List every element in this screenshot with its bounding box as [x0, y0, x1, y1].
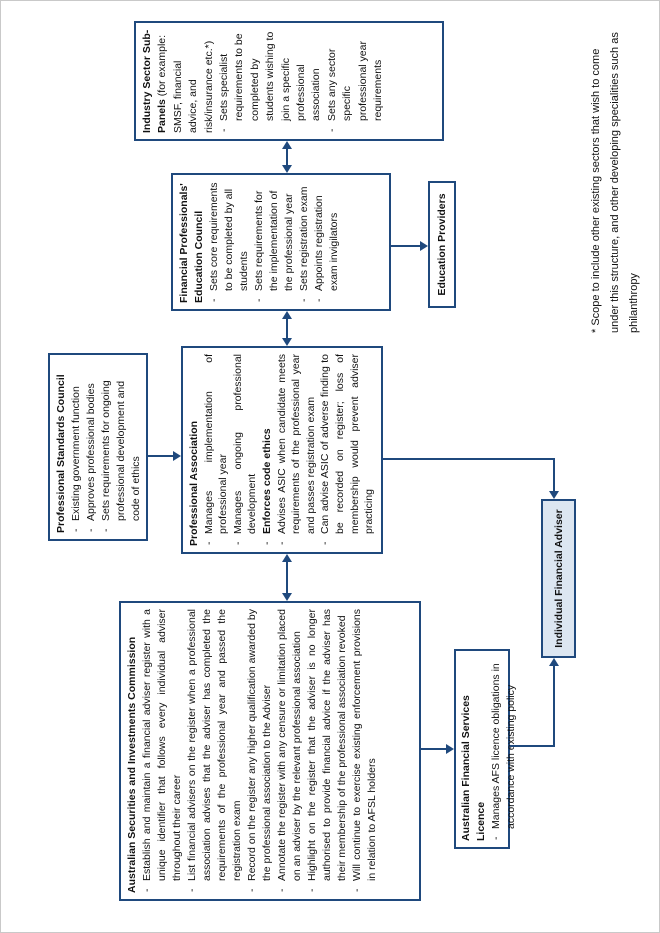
asic-bullet: List financial advisers on the register … — [185, 609, 245, 893]
footnote: * Scope to include other existing sector… — [590, 32, 640, 333]
asic-bullet: Will continue to exercise existing enfor… — [350, 609, 380, 893]
connector-afs-ifa-vline — [510, 745, 555, 747]
fpec-heading: Financial Professionals' Education Counc… — [178, 183, 205, 303]
bullet-dash — [312, 291, 327, 303]
psc-heading: Professional Standards Council — [55, 374, 67, 533]
bullet-dash — [260, 534, 275, 546]
connector-asic-afs-arrowhead — [446, 744, 454, 754]
psc-bullet: Existing government function — [69, 361, 84, 533]
connector-pa-ifa-arrowhead — [549, 491, 559, 499]
bullet-dash — [185, 881, 200, 893]
bullet-dash — [350, 881, 365, 893]
connector-afs-ifa-arrowhead — [549, 658, 559, 666]
connector-pa-ifa-vline — [383, 458, 555, 460]
connector-pa-fpec-arrowhead-right — [282, 311, 292, 319]
box-industry-sector-sub-panels: Industry Sector Sub-Panels (for example:… — [134, 21, 444, 141]
fpec-bullet: Appoints registration exam invigilators — [312, 181, 342, 303]
connector-pa-fpec-line — [286, 317, 288, 340]
bullet-dash — [275, 881, 290, 893]
pa-heading: Professional Association — [188, 420, 200, 546]
pa-bullet: Enforces code ethics — [260, 354, 275, 546]
connector-fpec-ep-line — [391, 245, 422, 247]
connector-fpec-industry-line — [286, 147, 288, 167]
connector-pa-ifa-hline — [553, 458, 555, 491]
fpec-bullet: Sets registration exam — [297, 181, 312, 303]
connector-afs-ifa-hline — [553, 666, 555, 747]
fpec-bullet: Sets core requirements to be completed b… — [207, 181, 252, 303]
connector-fpec-ep-arrowhead — [420, 241, 428, 251]
psc-bullet: Approves professional bodies — [84, 361, 99, 533]
bullet-dash — [325, 121, 340, 133]
pa-bullet: Advises ASIC when candidate meets requir… — [275, 354, 319, 546]
connector-asic-pa-arrowhead-left — [282, 593, 292, 601]
bullet-dash — [297, 291, 312, 303]
industry-bullet: Sets specialist requirements to be compl… — [217, 29, 325, 133]
bullet-dash — [140, 881, 155, 893]
asic-bullet: Establish and maintain a financial advis… — [140, 609, 185, 893]
connector-pa-fpec-arrowhead-left — [282, 338, 292, 346]
connector-asic-afs-line — [421, 748, 448, 750]
bullet-dash — [245, 881, 260, 893]
connector-fpec-industry-arrowhead-left — [282, 165, 292, 173]
ifa-label: Individual Financial Adviser — [552, 509, 565, 648]
connector-fpec-industry-arrowhead-right — [282, 141, 292, 149]
bullet-dash — [318, 534, 333, 546]
pa-bullet: Can advise ASIC of adverse finding to be… — [318, 354, 376, 546]
box-professional-association: Professional Association Manages impleme… — [181, 346, 383, 554]
industry-bullet: Sets any sector specific professional ye… — [325, 29, 387, 133]
connector-asic-pa-arrowhead-right — [282, 554, 292, 562]
asic-bullet: Highlight on the register that the advis… — [305, 609, 350, 893]
box-financial-professionals-education-council: Financial Professionals' Education Counc… — [171, 173, 391, 311]
box-professional-standards-council: Professional Standards Council Existing … — [48, 353, 148, 541]
pa-bullet: Manages implementation of professional y… — [202, 354, 231, 546]
box-education-providers: Education Providers — [428, 181, 456, 308]
bullet-dash — [202, 534, 217, 546]
bullet-dash — [252, 291, 267, 303]
asic-heading: Australian Securities and Investments Co… — [126, 636, 138, 893]
bullet-dash — [207, 291, 222, 303]
connector-psc-pa-line — [148, 455, 175, 457]
education-providers-label: Education Providers — [436, 193, 448, 296]
afs-bullet: Manages AFS licence obligations in accor… — [489, 657, 519, 841]
bullet-dash — [99, 521, 114, 533]
bullet-dash — [275, 534, 290, 546]
psc-bullet: Sets requirements for ongoing profession… — [99, 361, 144, 533]
asic-bullet: Annotate the register with any censure o… — [275, 609, 305, 893]
industry-heading: Industry Sector Sub-Panels (for example:… — [141, 29, 215, 133]
bullet-dash — [489, 829, 504, 841]
box-individual-financial-adviser: Individual Financial Adviser — [541, 499, 576, 658]
fpec-bullet: Sets requirements for the implementation… — [252, 181, 297, 303]
asic-bullet: Record on the register any higher qualif… — [245, 609, 275, 893]
bullet-dash — [217, 121, 232, 133]
bullet-dash — [231, 534, 246, 546]
connector-psc-pa-arrowhead — [173, 451, 181, 461]
box-asic: Australian Securities and Investments Co… — [119, 601, 421, 901]
bullet-dash — [69, 521, 84, 533]
bullet-dash — [84, 521, 99, 533]
pa-bullet: Manages ongoing professional development — [231, 354, 260, 546]
connector-asic-pa-line — [286, 560, 288, 594]
box-afs-licence: Australian Financial Services Licence Ma… — [454, 649, 517, 849]
bullet-dash — [305, 881, 320, 893]
afs-heading: Australian Financial Services Licence — [460, 695, 487, 841]
